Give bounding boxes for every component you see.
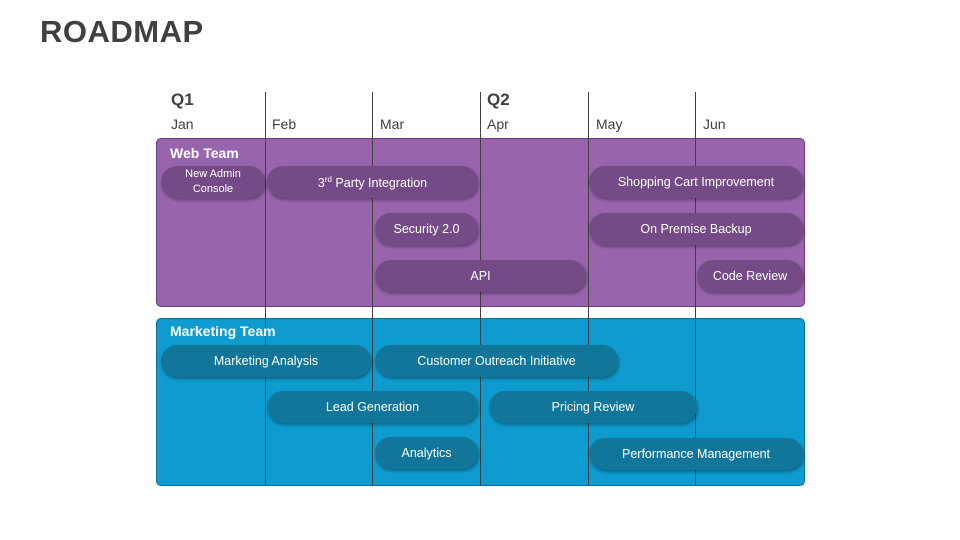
task-label: Shopping Cart Improvement: [617, 174, 775, 189]
task-customer-outreach-initiative[interactable]: Customer Outreach Initiative: [375, 345, 618, 377]
task-label: Pricing Review: [551, 399, 635, 414]
month-feb-label: Feb: [272, 116, 297, 132]
task-pricing-review[interactable]: Pricing Review: [489, 391, 697, 423]
task-label: Customer Outreach Initiative: [417, 353, 576, 368]
task-label-superscript: rd: [324, 175, 332, 185]
task-label: Analytics: [401, 445, 452, 460]
task-label-line1: New Admin: [185, 168, 241, 180]
month-divider-mar: [372, 92, 373, 485]
task-label-rest: Party Integration: [331, 176, 428, 191]
task-api[interactable]: API: [375, 260, 586, 292]
task-lead-generation[interactable]: Lead Generation: [267, 391, 478, 423]
task-analytics[interactable]: Analytics: [375, 437, 478, 469]
task-third-party-integration[interactable]: 3rd Party Integration: [267, 166, 478, 198]
month-mar-label: Mar: [380, 116, 405, 132]
quarter-q1-label: Q1: [171, 90, 194, 109]
task-marketing-analysis[interactable]: Marketing Analysis: [161, 345, 371, 377]
task-label-line2: Console: [192, 183, 234, 195]
task-shopping-cart-improvement[interactable]: Shopping Cart Improvement: [589, 166, 803, 198]
task-label: Code Review: [712, 268, 788, 283]
task-code-review[interactable]: Code Review: [697, 260, 803, 292]
task-label: Marketing Analysis: [213, 353, 319, 368]
web-team-label: Web Team: [170, 145, 239, 161]
page-title: ROADMAP: [40, 14, 204, 49]
quarter-q2-label: Q2: [487, 90, 510, 109]
month-jan-label: Jan: [171, 116, 194, 132]
task-performance-management[interactable]: Performance Management: [589, 438, 803, 470]
task-security-2-0[interactable]: Security 2.0: [375, 213, 478, 245]
month-divider-jun: [695, 92, 696, 485]
month-apr-label: Apr: [487, 116, 509, 132]
marketing-team-label: Marketing Team: [170, 323, 276, 339]
task-label: Performance Management: [622, 446, 770, 461]
month-may-label: May: [596, 116, 623, 132]
task-on-premise-backup[interactable]: On Premise Backup: [589, 213, 803, 245]
task-label: API: [470, 268, 491, 283]
month-divider-feb: [265, 92, 266, 485]
task-label: Lead Generation: [325, 399, 420, 414]
month-divider-may: [588, 92, 589, 485]
task-label-prefix: 3: [317, 176, 325, 191]
task-label: Security 2.0: [393, 221, 460, 236]
month-jun-label: Jun: [703, 116, 726, 132]
task-label: On Premise Backup: [640, 221, 752, 236]
